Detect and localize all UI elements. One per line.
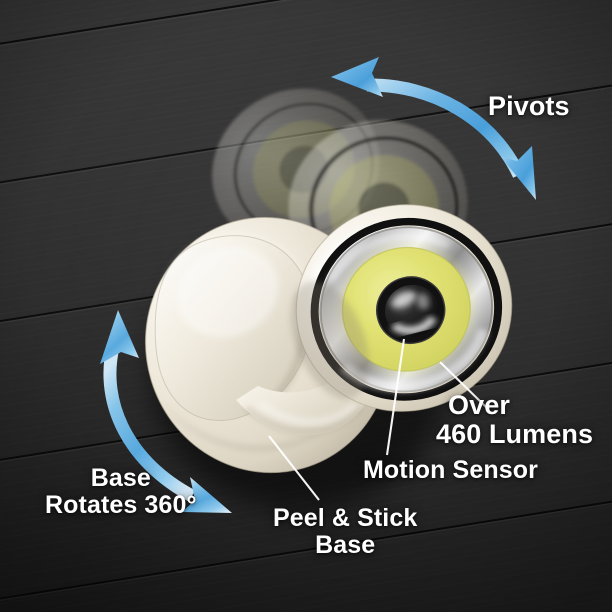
leader-line-motion	[385, 338, 406, 456]
peel-line-2: Base	[315, 530, 376, 559]
peel-line-1: Peel & Stick	[273, 504, 418, 532]
leader-line-peel	[268, 435, 320, 501]
leader-lines	[268, 338, 488, 501]
pivots-arrow	[331, 57, 536, 200]
callout-label-pivots: Pivots	[488, 91, 570, 121]
lumens-line-2: 460 Lumens	[436, 418, 594, 449]
callout-label-motion-sensor: Motion Sensor	[363, 456, 538, 484]
base-rotation-arrow	[100, 310, 232, 513]
rotation-line-1: Base	[90, 464, 151, 492]
head-contact-shadow	[290, 281, 370, 399]
rotation-line-2: Rotates 360°	[45, 490, 197, 519]
leader-line-lumens	[439, 361, 488, 409]
lumens-line-1: Over	[448, 390, 510, 420]
